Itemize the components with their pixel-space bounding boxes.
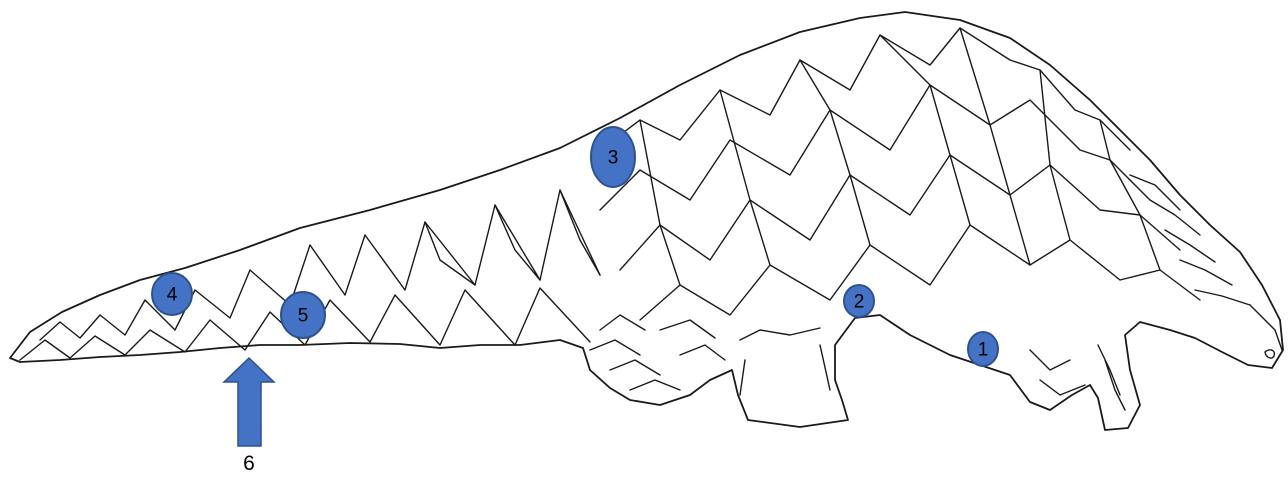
- marker-label: 3: [608, 148, 619, 169]
- arrow-label: 6: [243, 452, 255, 475]
- marker-label: 1: [978, 340, 989, 361]
- marker-5: 5: [281, 292, 325, 338]
- marker-1: 1: [968, 332, 998, 366]
- marker-2: 2: [844, 285, 874, 317]
- marker-4: 4: [152, 273, 192, 315]
- marker-3: 3: [591, 127, 635, 187]
- marker-label: 2: [854, 292, 865, 313]
- marker-label: 4: [167, 285, 178, 306]
- marker-label: 5: [298, 306, 309, 327]
- upward-arrow-icon: [224, 358, 274, 446]
